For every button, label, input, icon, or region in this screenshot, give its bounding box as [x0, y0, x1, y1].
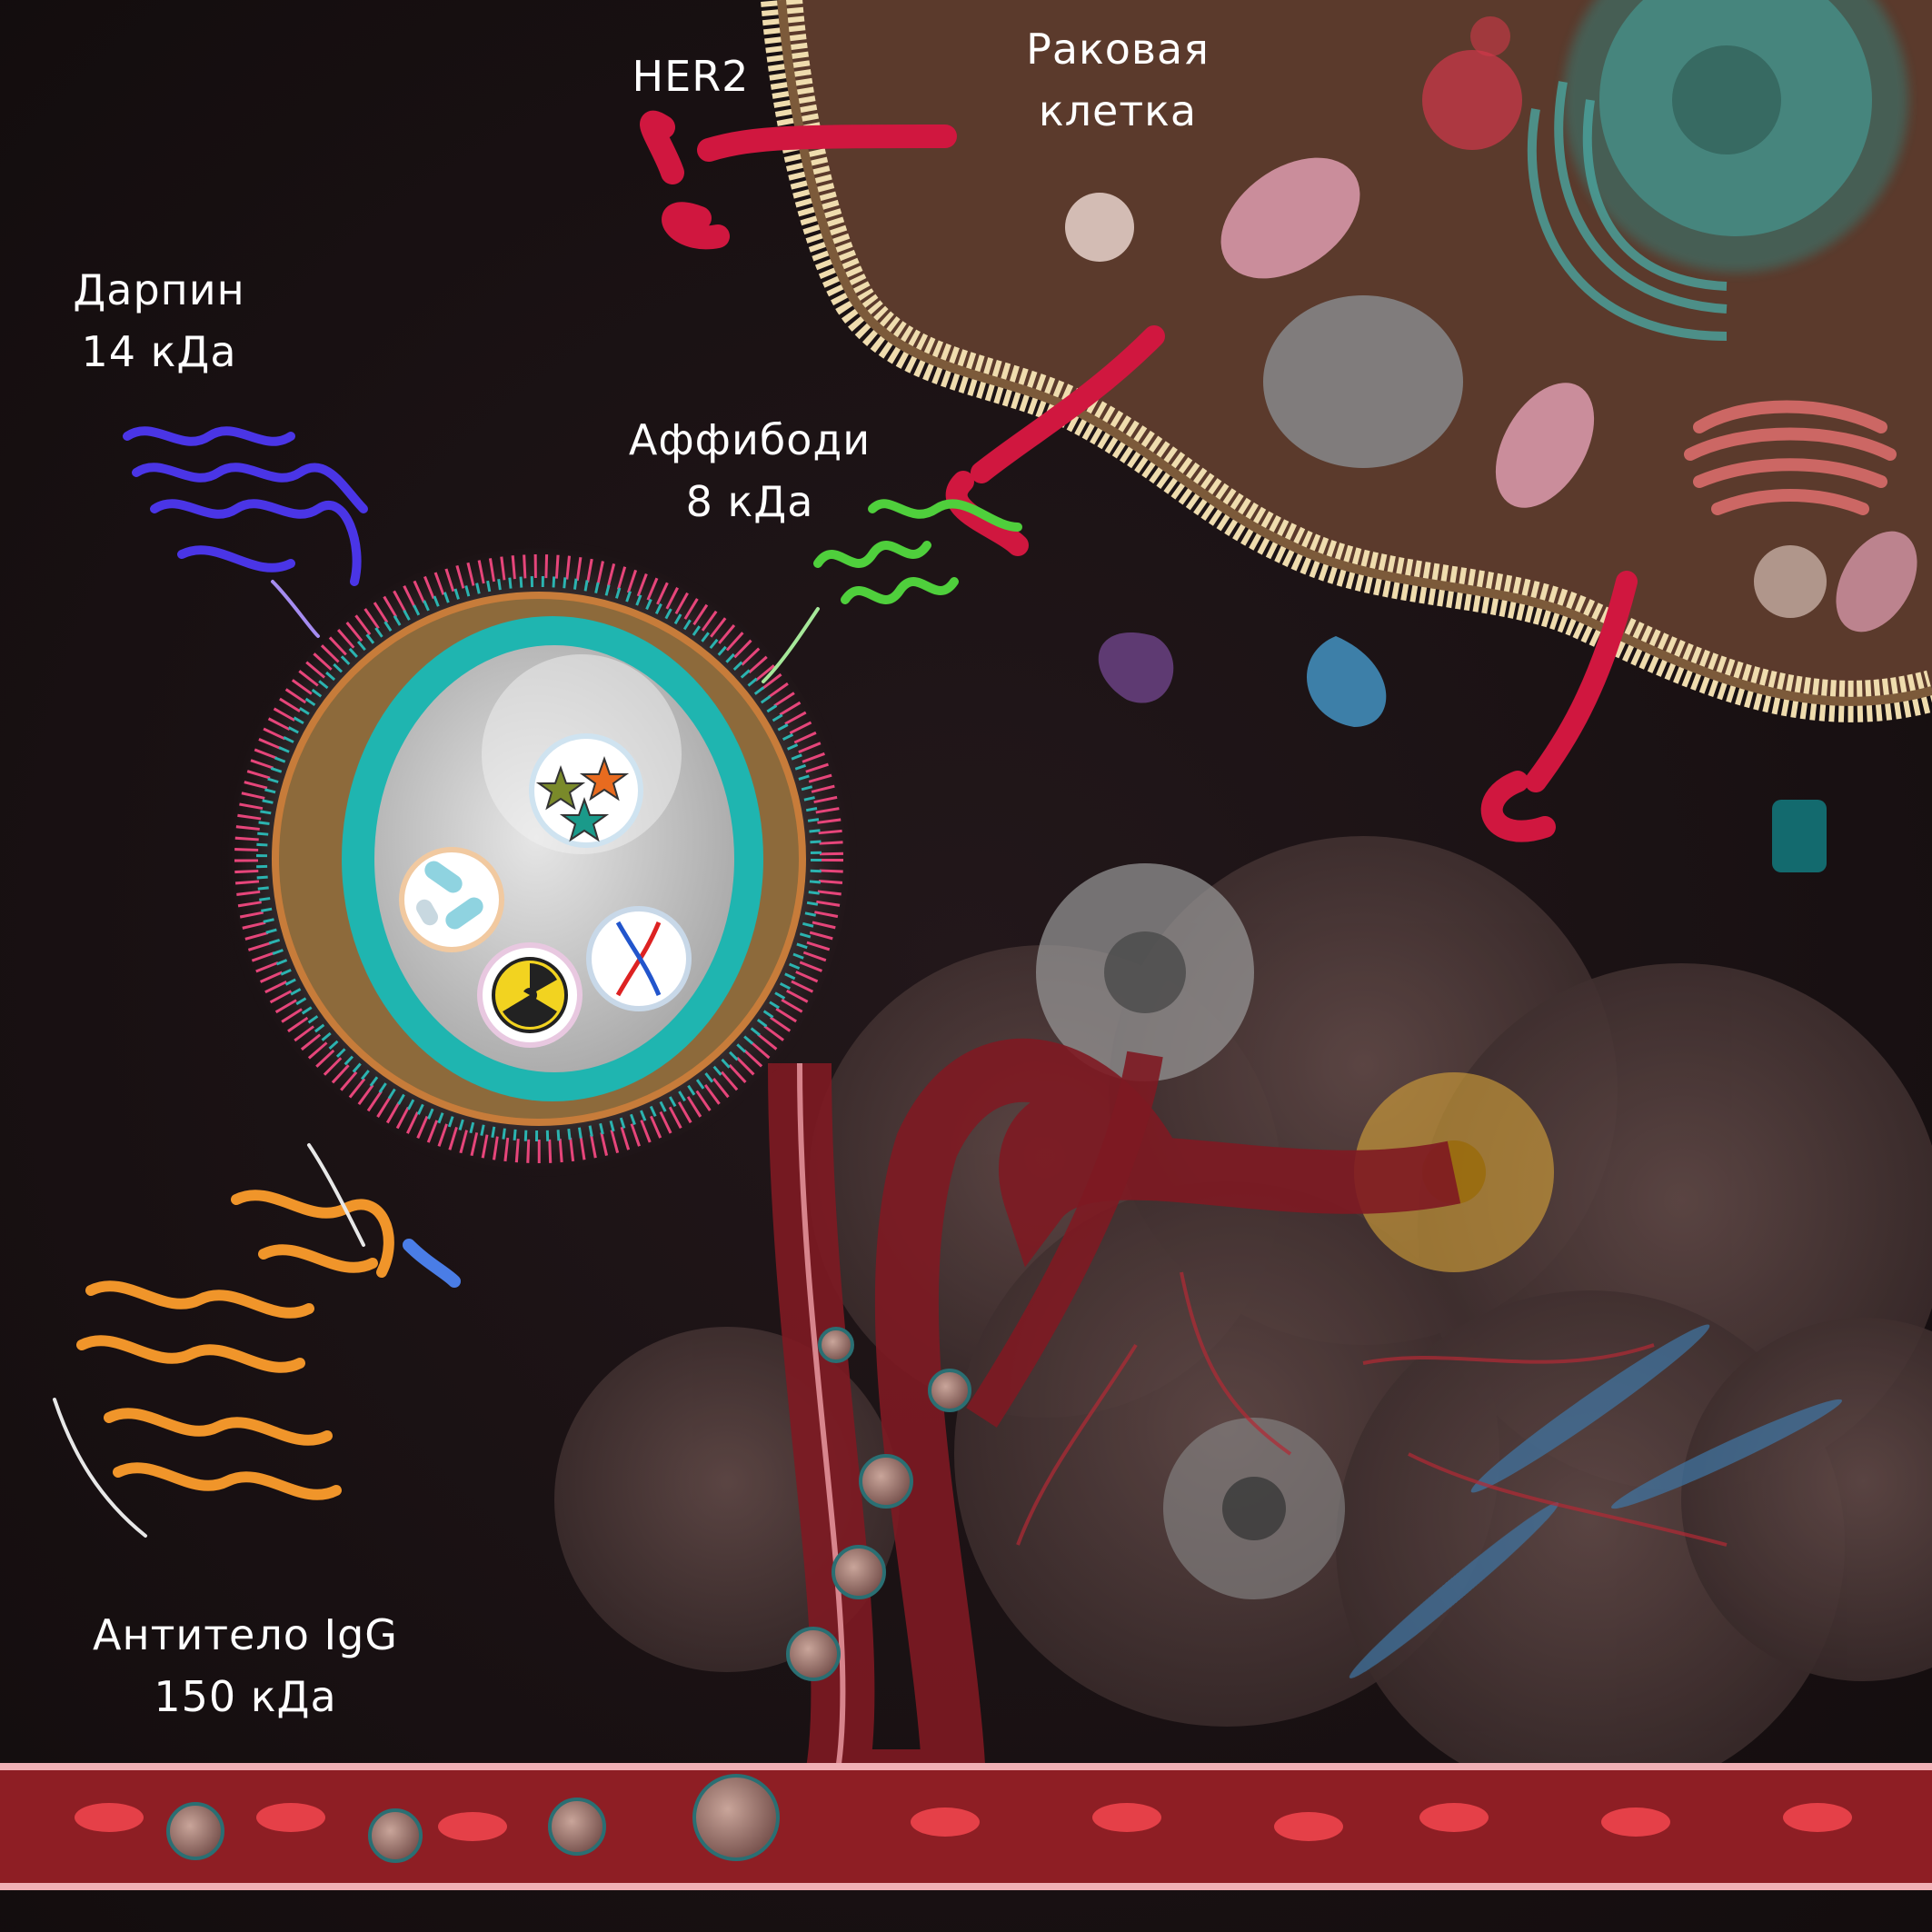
other-receptors: [1098, 632, 1827, 872]
circulating-liposomes: [166, 1327, 971, 1863]
darpin-mass: 14 кДа: [81, 327, 237, 376]
red-blood-cells: [75, 1803, 1852, 1841]
liposome: [234, 554, 843, 1163]
dna-cargo-icon: [586, 906, 692, 1011]
vessel-capillaries: [1016, 1271, 1728, 1547]
her2-receptor-right: [1480, 571, 1638, 842]
affibody-name: Аффибоди: [628, 415, 871, 464]
pills-cargo-icon: [399, 847, 504, 952]
blood-vessel-branches: [768, 1038, 1728, 1813]
fibroblasts: [1349, 1324, 1842, 1678]
radioactive-cargo-icon: [477, 942, 583, 1048]
antibody-mass: 150 кДа: [154, 1672, 337, 1721]
lysosome: [1754, 545, 1827, 618]
mitochondria: [1220, 157, 1917, 632]
vacuole: [1263, 295, 1463, 468]
igg-antibody-protein: [53, 1143, 461, 1538]
nucleus: [1563, 0, 1908, 273]
vesicle: [1470, 16, 1510, 56]
antibody-label: Антитело IgG 150 кДа: [55, 1604, 436, 1728]
immune-cell-grey: [1036, 863, 1345, 1599]
her2-receptor-mid: [945, 325, 1165, 556]
cancer-cell-label: Раковая клетка: [981, 18, 1254, 142]
antibody-name: Антитело IgG: [93, 1610, 398, 1659]
her2-label: HER2: [600, 45, 782, 107]
stars-cargo-icon: [529, 733, 643, 848]
darpin-name: Дарпин: [73, 265, 245, 314]
her2-name: HER2: [632, 52, 750, 101]
cancer-cell-line2: клетка: [1038, 86, 1198, 135]
endoplasmic-reticulum: [1527, 81, 1728, 341]
darpin-label: Дарпин 14 кДа: [18, 259, 300, 383]
vesicle: [1422, 50, 1522, 150]
darpin-protein: [123, 426, 368, 638]
liposome-peg-corona: [234, 554, 843, 1163]
affibody-protein: [762, 499, 1022, 683]
golgi-apparatus: [1684, 400, 1897, 515]
affibody-label: Аффибоди 8 кДа: [591, 409, 909, 533]
her2-receptor-top: [640, 110, 957, 250]
lysosome: [1065, 193, 1134, 262]
affibody-mass: 8 кДа: [685, 477, 814, 526]
cancer-cell-line1: Раковая: [1026, 25, 1210, 74]
cancer-cell: [761, 0, 1932, 722]
